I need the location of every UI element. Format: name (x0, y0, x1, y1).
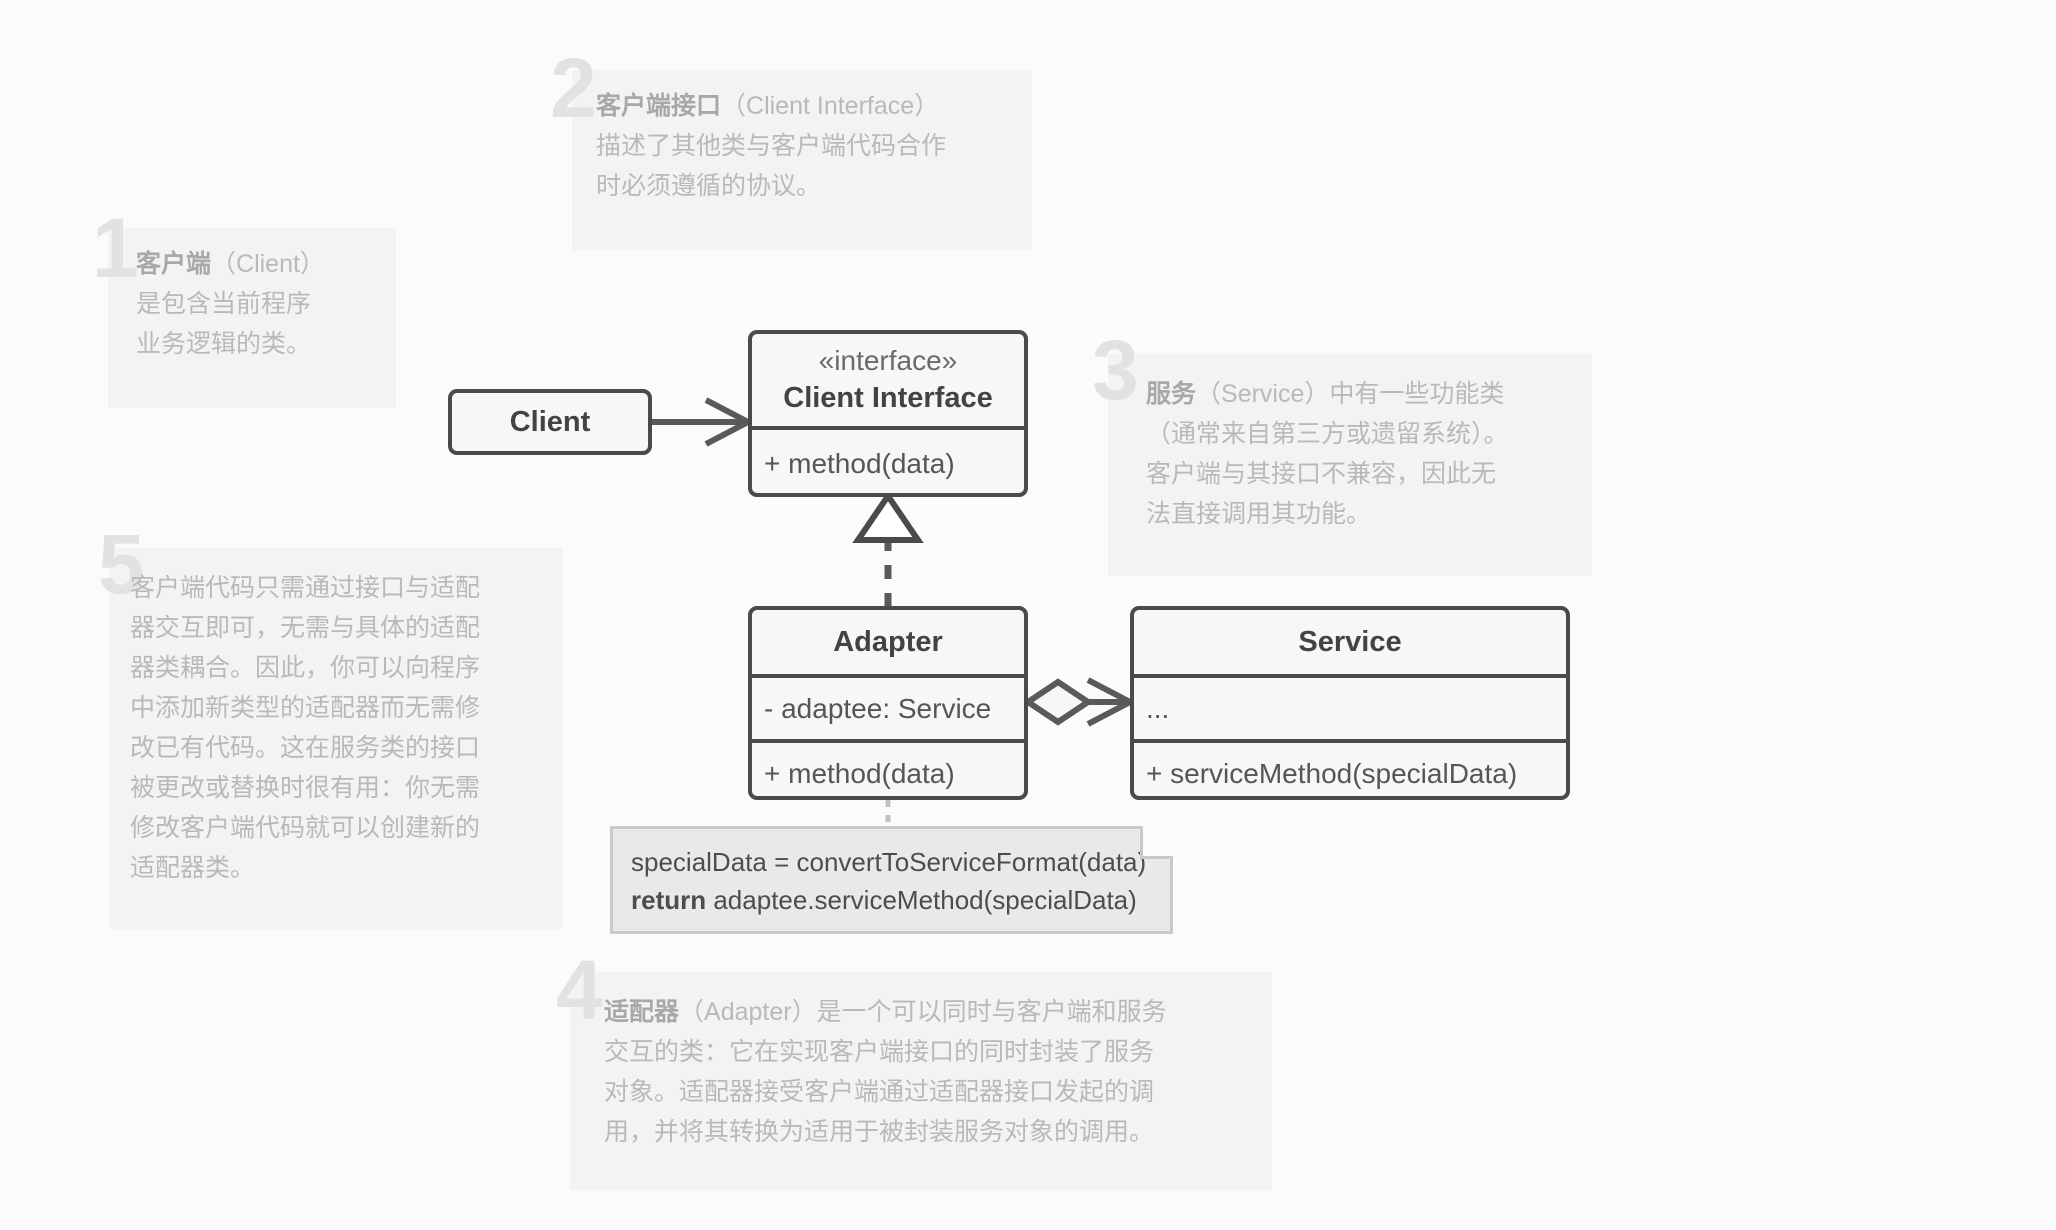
annotation-5-text: 客户端代码只需通过接口与适配 器交互即可，无需与具体的适配 器类耦合。因此，你可… (130, 568, 550, 888)
annotation-4-heading-paren: （Adapter） (679, 998, 817, 1026)
class-box-service-title: Service (1134, 610, 1566, 674)
annotation-1-heading: 客户端 (136, 250, 212, 278)
annotation-3-number: 3 (1092, 323, 1139, 417)
class-box-adapter[interactable]: Adapter - adaptee: Service + method(data… (748, 606, 1028, 800)
annotation-2-heading: 客户端接口 (596, 92, 722, 120)
annotation-2: 2 客户端接口（Client Interface）描述了其他类与客户端代码合作 … (550, 46, 1032, 250)
annotation-5-body: 客户端代码只需通过接口与适配 器交互即可，无需与具体的适配 器类耦合。因此，你可… (130, 574, 481, 882)
connector-adapter-realizes-interface (852, 490, 924, 606)
class-box-adapter-title: Adapter (752, 610, 1024, 674)
annotation-4: 4 适配器（Adapter）是一个可以同时与客户端和服务 交互的类：它在实现客户… (556, 948, 1272, 1190)
annotation-1: 1 客户端（Client）是包含当前程序 业务逻辑的类。 (92, 206, 396, 408)
class-box-client-title: Client (452, 393, 648, 451)
note-keyword-return: return (631, 885, 707, 915)
annotation-3: 3 服务（Service）中有一些功能类 （通常来自第三方或遗留系统）。 客户端… (1092, 328, 1592, 576)
annotation-4-heading: 适配器 (604, 998, 680, 1026)
annotation-5-number: 5 (98, 517, 145, 611)
annotation-1-number: 1 (92, 201, 139, 295)
annotation-2-text: 客户端接口（Client Interface） 描述了其他类与客户端代码合作 时必… (596, 86, 1016, 206)
annotation-3-body: 中有一些功能类 （通常来自第三方或遗留系统）。 客户端与其接口不兼容，因此无 法… (1146, 380, 1509, 528)
annotation-4-text: 适配器（Adapter）是一个可以同时与客户端和服务 交互的类：它在实现客户端接… (604, 992, 1264, 1152)
annotation-1-heading-paren: （Client） (211, 250, 325, 278)
annotation-3-text: 服务（Service）中有一些功能类 （通常来自第三方或遗留系统）。 客户端与其… (1146, 374, 1586, 534)
note-fold-corner (1140, 826, 1173, 859)
class-name-service: Service (1298, 626, 1402, 658)
class-member-adapter-field-0: - adaptee: Service (752, 674, 1024, 739)
annotation-2-heading-paren: （Client Interface） (721, 92, 940, 120)
annotation-1-body: 是包含当前程序 业务逻辑的类。 (136, 290, 312, 358)
class-box-client[interactable]: Client (448, 389, 652, 455)
code-note: specialData = convertToServiceFormat(dat… (610, 826, 1173, 934)
class-box-client-interface-title: «interface» Client Interface (752, 334, 1024, 426)
class-name-client-interface: Client Interface (783, 382, 993, 414)
class-box-client-interface[interactable]: «interface» Client Interface + method(da… (748, 330, 1028, 497)
note-line-2-rest: adaptee.serviceMethod(specialData) (706, 885, 1137, 915)
annotation-2-number: 2 (550, 41, 597, 135)
connector-adapter-aggregates-service (1022, 677, 1137, 727)
annotation-2-body: 描述了其他类与客户端代码合作 时必须遵循的协议。 (596, 132, 947, 200)
class-member-adapter-method-0: + method(data) (752, 739, 1024, 796)
class-name-client: Client (509, 406, 591, 438)
class-box-service[interactable]: Service ... + serviceMethod(specialData) (1130, 606, 1570, 800)
annotation-4-number: 4 (556, 943, 603, 1037)
class-member-service-method-0: + serviceMethod(specialData) (1134, 739, 1566, 796)
annotation-5: 5 客户端代码只需通过接口与适配 器交互即可，无需与具体的适配 器类耦合。因此，… (98, 522, 562, 930)
class-member-client-interface-method-0: + method(data) (752, 426, 1024, 493)
annotation-1-text: 客户端（Client） 是包含当前程序 业务逻辑的类。 (136, 244, 386, 364)
annotation-3-heading-paren: （Service） (1196, 380, 1330, 408)
annotation-4-body: 是一个可以同时与客户端和服务 交互的类：它在实现客户端接口的同时封装了服务 对象… (604, 998, 1167, 1146)
connector-client-to-interface (652, 397, 755, 447)
note-line-1: specialData = convertToServiceFormat(dat… (631, 847, 1147, 877)
annotation-3-heading: 服务 (1146, 380, 1197, 408)
class-name-adapter: Adapter (833, 626, 943, 658)
class-member-service-field-0: ... (1134, 674, 1566, 739)
class-stereotype-interface: «interface» (818, 345, 958, 376)
note-line-2: return adaptee.serviceMethod(specialData… (631, 881, 1152, 919)
